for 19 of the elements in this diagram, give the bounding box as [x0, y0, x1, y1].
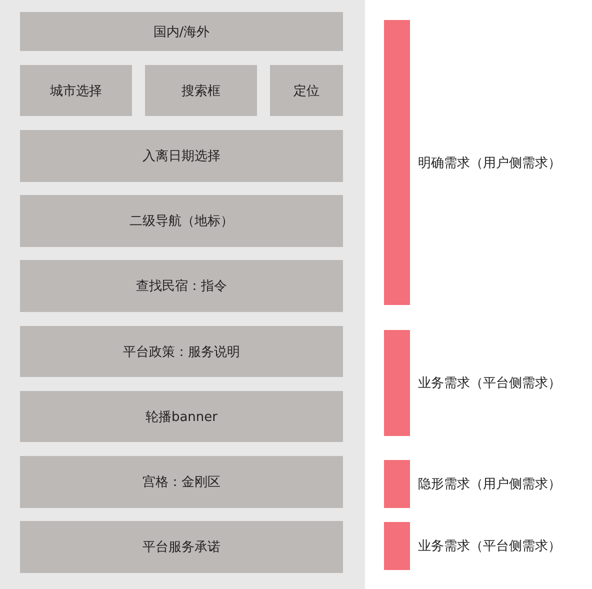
module-box: 平台政策：服务说明: [20, 326, 343, 377]
requirement-bar: [384, 330, 410, 436]
module-box: 平台服务承诺: [20, 521, 343, 573]
requirement-bar: [384, 460, 410, 508]
module-box: 搜索框: [145, 65, 257, 116]
module-box: 查找民宿：指令: [20, 260, 343, 312]
requirement-bar: [384, 20, 410, 305]
requirement-label: 业务需求（平台侧需求）: [418, 538, 561, 555]
requirement-bar: [384, 522, 410, 570]
module-box: 二级导航（地标）: [20, 195, 343, 247]
module-box: 城市选择: [20, 65, 132, 116]
requirement-label: 明确需求（用户侧需求）: [418, 154, 561, 172]
requirement-label: 隐形需求（用户侧需求）: [418, 476, 561, 493]
module-box: 宫格：金刚区: [20, 456, 343, 508]
module-box: 定位: [270, 65, 343, 116]
requirement-label: 业务需求（平台侧需求）: [418, 375, 561, 392]
module-box: 入离日期选择: [20, 130, 343, 182]
module-box: 轮播banner: [20, 391, 343, 442]
module-box: 国内/海外: [20, 12, 343, 51]
